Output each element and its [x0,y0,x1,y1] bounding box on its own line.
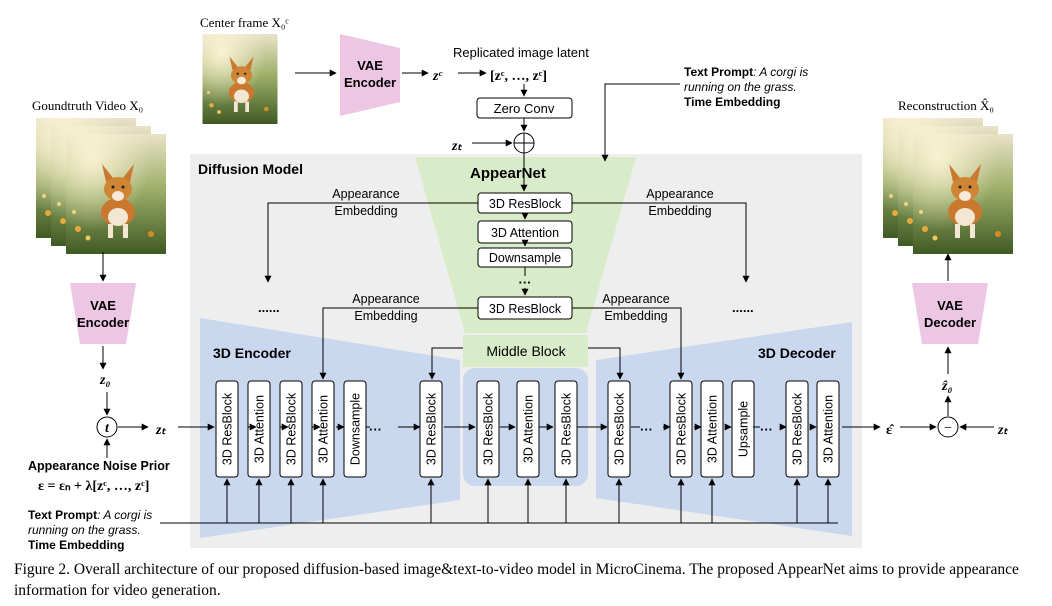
embedding-label-tr: Embedding [648,204,711,218]
appearance-label-tr: Appearance [646,187,713,201]
t-node [96,416,118,438]
dec-block-6 [816,380,840,478]
appearnet-downsample-label: Downsample [489,251,561,265]
diffusion-model-label: Diffusion Model [198,161,303,177]
bus-arrows [223,478,832,523]
mid-block-2 [516,380,540,478]
vae-encoder-top-line2: Encoder [344,75,396,90]
vae-decoder-line2: Decoder [924,315,976,330]
appearnet-dots: ··· [519,275,532,290]
mid-block-3 [554,380,578,478]
connections [99,69,994,524]
embedding-label-br: Embedding [604,309,667,323]
text-prompt-bottom: Text Prompt: A corgi is [28,508,152,522]
eps-hat-label: ε̂ [886,423,895,438]
zt-left: zₜ [155,423,166,438]
dec-block-label-2: 3D ResBlock [675,392,689,465]
time-embedding-top: Time Embedding [684,95,780,109]
center-frame-image [202,34,278,124]
dec-block-label-5: 3D ResBlock [791,392,805,465]
middle-block-box [463,335,588,367]
vae-encoder-left-line2: Encoder [77,315,129,330]
zt-top: zₜ [451,139,462,154]
noise-formula: ε = εₙ + λ[zᶜ, …, zᶜ] [38,479,149,494]
enc-block-label-3: 3D ResBlock [285,392,299,465]
vae-encoder-left-line1: VAE [90,298,116,313]
decoder-3d-label: 3D Decoder [758,345,836,361]
ellipsis-left: ...... [258,300,280,315]
enc-block-1 [215,380,239,478]
enc-block-label-6: 3D ResBlock [425,392,439,465]
zero-conv-label: Zero Conv [494,101,555,116]
replicated-latent-label: Replicated image latent [453,45,589,60]
embedding-label-tl: Embedding [334,204,397,218]
dec-block-1 [607,380,631,478]
enc-block-label-2: 3D Attention [253,395,267,463]
unet-columns: 3D ResBlock 3D Attention 3D ResBlock 3D Att… [215,380,840,478]
vae-encoder-top [340,34,400,116]
enc-block-4 [311,380,335,478]
mid-block-label-1: 3D ResBlock [482,392,496,465]
appearance-label-tl: Appearance [332,187,399,201]
zt-right: zₜ [997,423,1008,438]
dec-dots-1: ··· [640,422,653,437]
decoder-region [596,322,852,536]
center-frame-label: Center frame X₀ᶜ [200,15,289,30]
vae-encoder-top-line1: VAE [357,58,383,73]
enc-block-label-1: 3D ResBlock [221,392,235,465]
zc-label: zᶜ [432,69,442,84]
appearnet-label: AppearNet [470,165,546,182]
vae-encoder-left [70,283,136,344]
text-prompt-bottom-line2: running on the grass. [28,523,141,537]
groundtruth-video-frames [36,118,166,254]
z0-label: z₀ [99,373,110,388]
text-prompt-top-line2: running on the grass. [684,80,797,94]
dec-block-label-6: 3D Attention [822,395,836,463]
reconstruction-label: Reconstruction X̂₀ [898,98,994,113]
vae-decoder [912,283,988,344]
enc-dots: ··· [369,422,382,437]
ellipsis-right: ...... [732,300,754,315]
dec-block-label-1: 3D ResBlock [613,392,627,465]
figure-caption: Figure 2. Overall architecture of our pr… [14,561,1019,599]
enc-block-label-5: Downsample [349,393,363,465]
appearnet-resblock-2-label: 3D ResBlock [489,302,562,316]
mid-block-label-2: 3D Attention [522,395,536,463]
appearance-label-bl: Appearance [352,292,419,306]
middle-block-label: Middle Block [486,343,566,359]
z0hat-label: ẑ₀ [941,379,952,394]
appearance-noise-prior-label: Appearance Noise Prior [28,459,170,473]
groundtruth-label: Goundtruth Video X₀ [32,98,143,113]
enc-block-3 [279,380,303,478]
appearance-label-br: Appearance [602,292,669,306]
appearnet-attention-label: 3D Attention [491,226,559,240]
enc-block-label-4: 3D Attention [317,395,331,463]
mid-block-1 [476,380,500,478]
dec-block-4 [731,380,755,478]
reconstruction-frames [883,118,1013,254]
mid-block-label-3: 3D ResBlock [560,392,574,465]
dec-block-label-3: 3D Attention [706,395,720,463]
vae-decoder-line1: VAE [937,298,963,313]
embedding-label-bl: Embedding [354,309,417,323]
minus-node [937,416,959,438]
dec-dots-2: ··· [760,422,773,437]
minus-label: − [944,421,952,436]
z-list-label: [zᶜ, …, zᶜ] [490,69,547,84]
encoder-3d-label: 3D Encoder [213,345,291,361]
text-prompt-top: Text Prompt: A corgi is [684,65,808,79]
appearnet-resblock-1-label: 3D ResBlock [489,197,562,211]
t-label: t [105,421,110,436]
dec-block-label-4: Upsample [737,401,751,457]
time-embedding-bottom: Time Embedding [28,538,124,552]
enc-block-2 [247,380,271,478]
